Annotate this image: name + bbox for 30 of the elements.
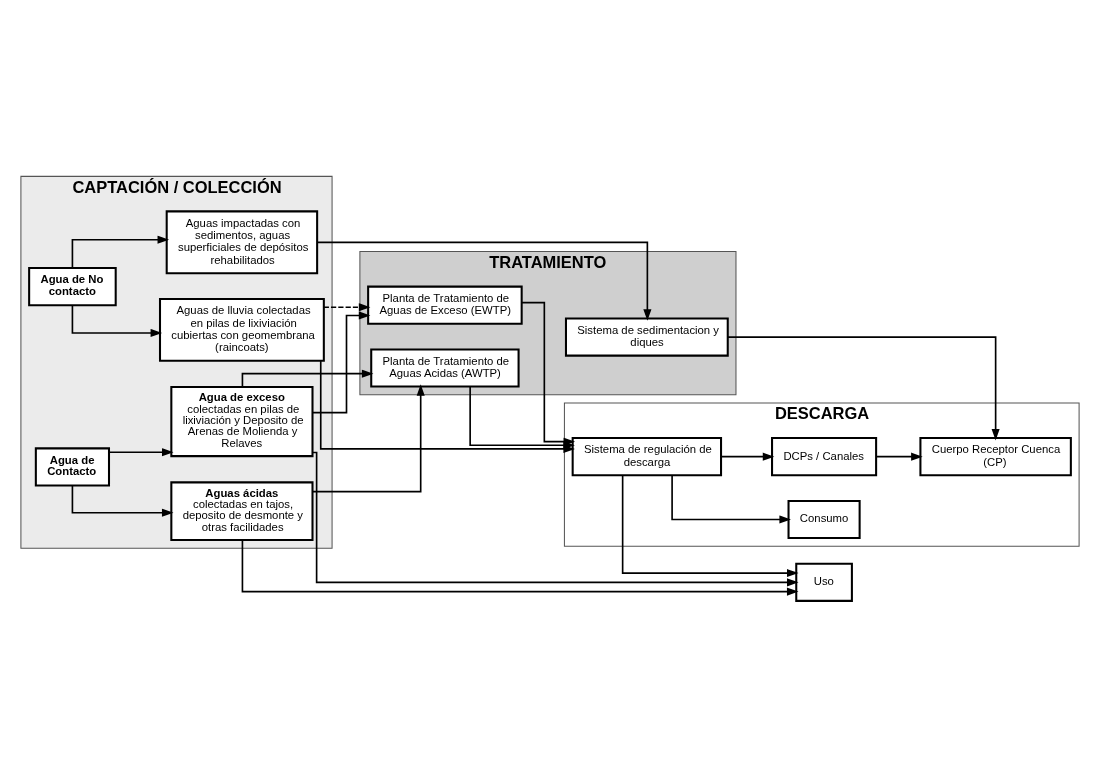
node-box: Uso <box>795 562 853 602</box>
node-box: Sistema de regulación de descarga <box>571 437 723 477</box>
node-box: Sistema de sedimentacion y diques <box>564 317 729 357</box>
node-box: Consumo <box>787 499 861 540</box>
node-box: Aguas ácidas colectadas en tajos, deposito de desmonte y otras facilidades <box>170 481 314 542</box>
arrow <box>316 241 652 321</box>
node-box: Planta de Tratamiento de Aguas de Exceso (EWTP) <box>367 285 523 325</box>
arrow <box>311 384 425 493</box>
arrow <box>671 474 791 524</box>
arrow <box>71 235 170 269</box>
node-box: Agua de exceso colectadas en pilas de lixiviación y Deposito de Arenas de Molienda y Relaves <box>170 386 314 458</box>
arrow <box>875 452 923 461</box>
arrow <box>311 311 371 414</box>
node-box: Aguas impactadas con sedimentos, aguas superficiales de depósitos rehabilitados <box>165 210 319 275</box>
arrow <box>311 451 799 587</box>
node-box: DCPs / Canales <box>771 437 878 477</box>
node-box: Agua de Contacto <box>34 447 111 487</box>
node-box: Agua de No contacto <box>28 267 117 307</box>
node-box: Aguas de lluvia colectadas en pilas de lixiviación cubiertas con geomembrana (raincoats) <box>158 297 325 362</box>
arrow <box>241 539 799 596</box>
arrow <box>71 484 174 517</box>
arrow <box>241 369 374 388</box>
arrow <box>720 452 775 461</box>
node-box: Planta de Tratamiento de Aguas Acidas (AWTP) <box>370 348 520 388</box>
arrow <box>726 336 1000 441</box>
node-box: Cuerpo Receptor Cuenca (CP) <box>919 437 1072 477</box>
arrow <box>71 304 163 338</box>
arrow <box>621 474 799 578</box>
arrow <box>323 303 371 312</box>
arrow <box>108 448 174 457</box>
